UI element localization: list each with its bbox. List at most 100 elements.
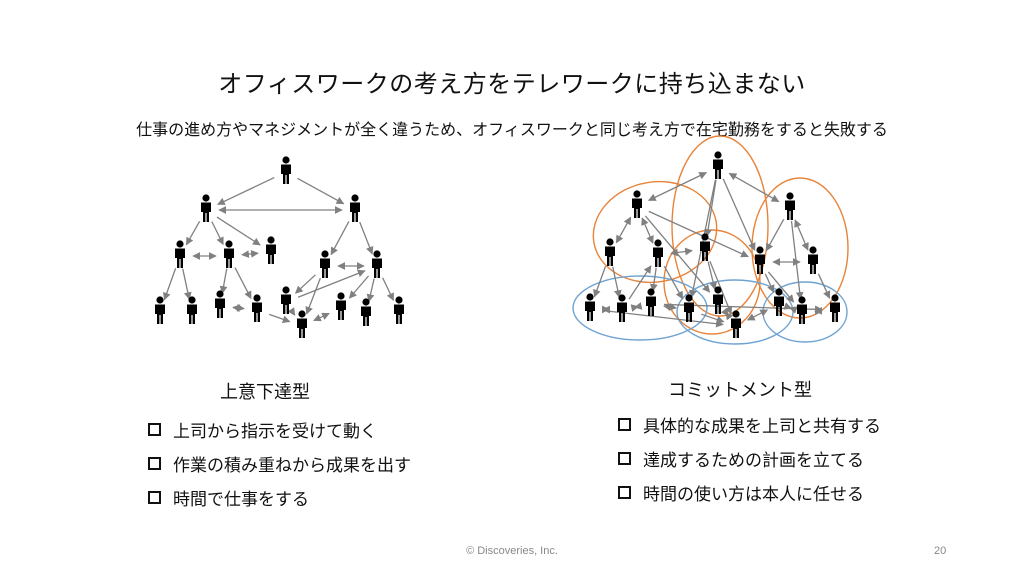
arrow-line	[628, 265, 652, 300]
arrow-line	[163, 268, 177, 301]
arrow-line	[765, 219, 785, 252]
arrow-line	[305, 277, 321, 315]
arrow-line	[648, 172, 707, 201]
checkbox-icon	[618, 417, 631, 431]
page-number: 20	[934, 545, 947, 557]
arrow-line	[593, 265, 607, 298]
person-icon	[646, 288, 656, 316]
arrow-line	[746, 309, 769, 321]
arrow-line	[663, 266, 684, 300]
arrow-line	[663, 303, 677, 311]
person-icon	[700, 233, 710, 261]
person-icon	[684, 294, 694, 322]
person-icon	[350, 194, 360, 222]
person-icon	[394, 296, 404, 324]
arrow-line	[232, 303, 245, 313]
person-icon	[830, 294, 840, 322]
list-item: 上司から指示を受けて動く	[148, 412, 411, 446]
person-icon	[201, 194, 211, 222]
right-heading: コミットメント型	[668, 380, 812, 401]
person-icon	[320, 250, 330, 278]
list-item: 時間の使い方は本人に任せる	[618, 475, 881, 509]
arrow-line	[185, 220, 201, 246]
arrow-line	[615, 216, 632, 244]
arrow-line	[720, 307, 734, 321]
arrow-line	[313, 312, 330, 322]
checkbox-icon	[148, 422, 161, 436]
arrow-line	[790, 220, 804, 300]
blue-group-ellipse	[572, 275, 708, 341]
person-icon	[755, 246, 765, 274]
checkbox-icon	[148, 456, 161, 470]
right-list: 具体的な成果を上司と共有する 達成するための計画を立てる 時間の使い方は本人に任…	[618, 407, 881, 509]
arrow-line	[330, 221, 350, 256]
person-icon	[653, 239, 663, 267]
arrow-line	[269, 313, 291, 323]
arrow-line	[817, 273, 831, 299]
person-icon	[797, 296, 807, 324]
list-item: 具体的な成果を上司と共有する	[618, 407, 881, 441]
arrow-line	[707, 261, 718, 291]
person-icon	[281, 286, 291, 314]
arrow-line	[649, 267, 658, 292]
arrow-line	[287, 307, 296, 316]
person-icon	[187, 296, 197, 324]
arrow-line	[670, 247, 693, 257]
slide-subtitle: 仕事の進め方やマネジメントが全く違うため、オフィスワークと同じ考え方で在宅勤務を…	[136, 120, 888, 139]
list-item: 達成するための計画を立てる	[618, 441, 881, 475]
person-icon	[281, 156, 291, 184]
person-icon	[155, 296, 165, 324]
arrow-line	[612, 266, 622, 299]
arrow-line	[297, 269, 366, 298]
person-icon	[585, 293, 595, 321]
person-icon	[808, 246, 818, 274]
checkbox-icon	[618, 451, 631, 465]
arrow-line	[648, 210, 749, 258]
left-heading: 上意下達型	[220, 382, 310, 403]
arrow-line	[211, 221, 224, 246]
person-icon	[361, 298, 371, 326]
person-icon	[224, 240, 234, 268]
person-icon	[372, 250, 382, 278]
person-icon	[713, 286, 723, 314]
person-icon	[785, 192, 795, 220]
person-icon	[266, 236, 276, 264]
arrow-line	[767, 271, 795, 303]
checkbox-icon	[618, 485, 631, 499]
arrow-line	[722, 178, 756, 251]
arrow-line	[359, 221, 374, 255]
arrow-line	[297, 177, 345, 205]
arrow-line	[216, 216, 261, 246]
left-list: 上司から指示を受けて動く 作業の積み重ねから成果を出す 時間で仕事をする	[148, 412, 411, 514]
arrow-line	[241, 250, 259, 258]
arrow-line	[366, 278, 375, 303]
footer-copyright: © Discoveries, Inc.	[466, 545, 558, 557]
person-icon	[605, 238, 615, 266]
person-icon	[632, 190, 642, 218]
arrow-line	[704, 179, 717, 237]
arrow-line	[217, 176, 275, 206]
arrow-connections	[163, 172, 831, 328]
arrow-line	[382, 277, 394, 301]
arrow-line	[182, 268, 192, 301]
arrow-line	[764, 273, 775, 293]
slide-title: オフィスワークの考え方をテレワークに持ち込まない	[218, 70, 806, 98]
arrow-line	[794, 219, 809, 251]
checkbox-icon	[148, 490, 161, 504]
person-icon	[215, 290, 225, 318]
arrow-line	[348, 275, 370, 299]
person-icon	[713, 151, 723, 179]
arrow-line	[728, 172, 780, 203]
list-item: 時間で仕事をする	[148, 480, 411, 514]
arrow-line	[641, 217, 654, 244]
arrow-line	[630, 302, 643, 312]
person-icon	[252, 294, 262, 322]
person-icon	[617, 294, 627, 322]
arrow-line	[234, 267, 252, 300]
person-icon	[297, 310, 307, 338]
person-icon	[336, 292, 346, 320]
orange-group-ellipse	[663, 229, 761, 335]
arrow-line	[294, 274, 316, 294]
person-icon	[731, 310, 741, 338]
